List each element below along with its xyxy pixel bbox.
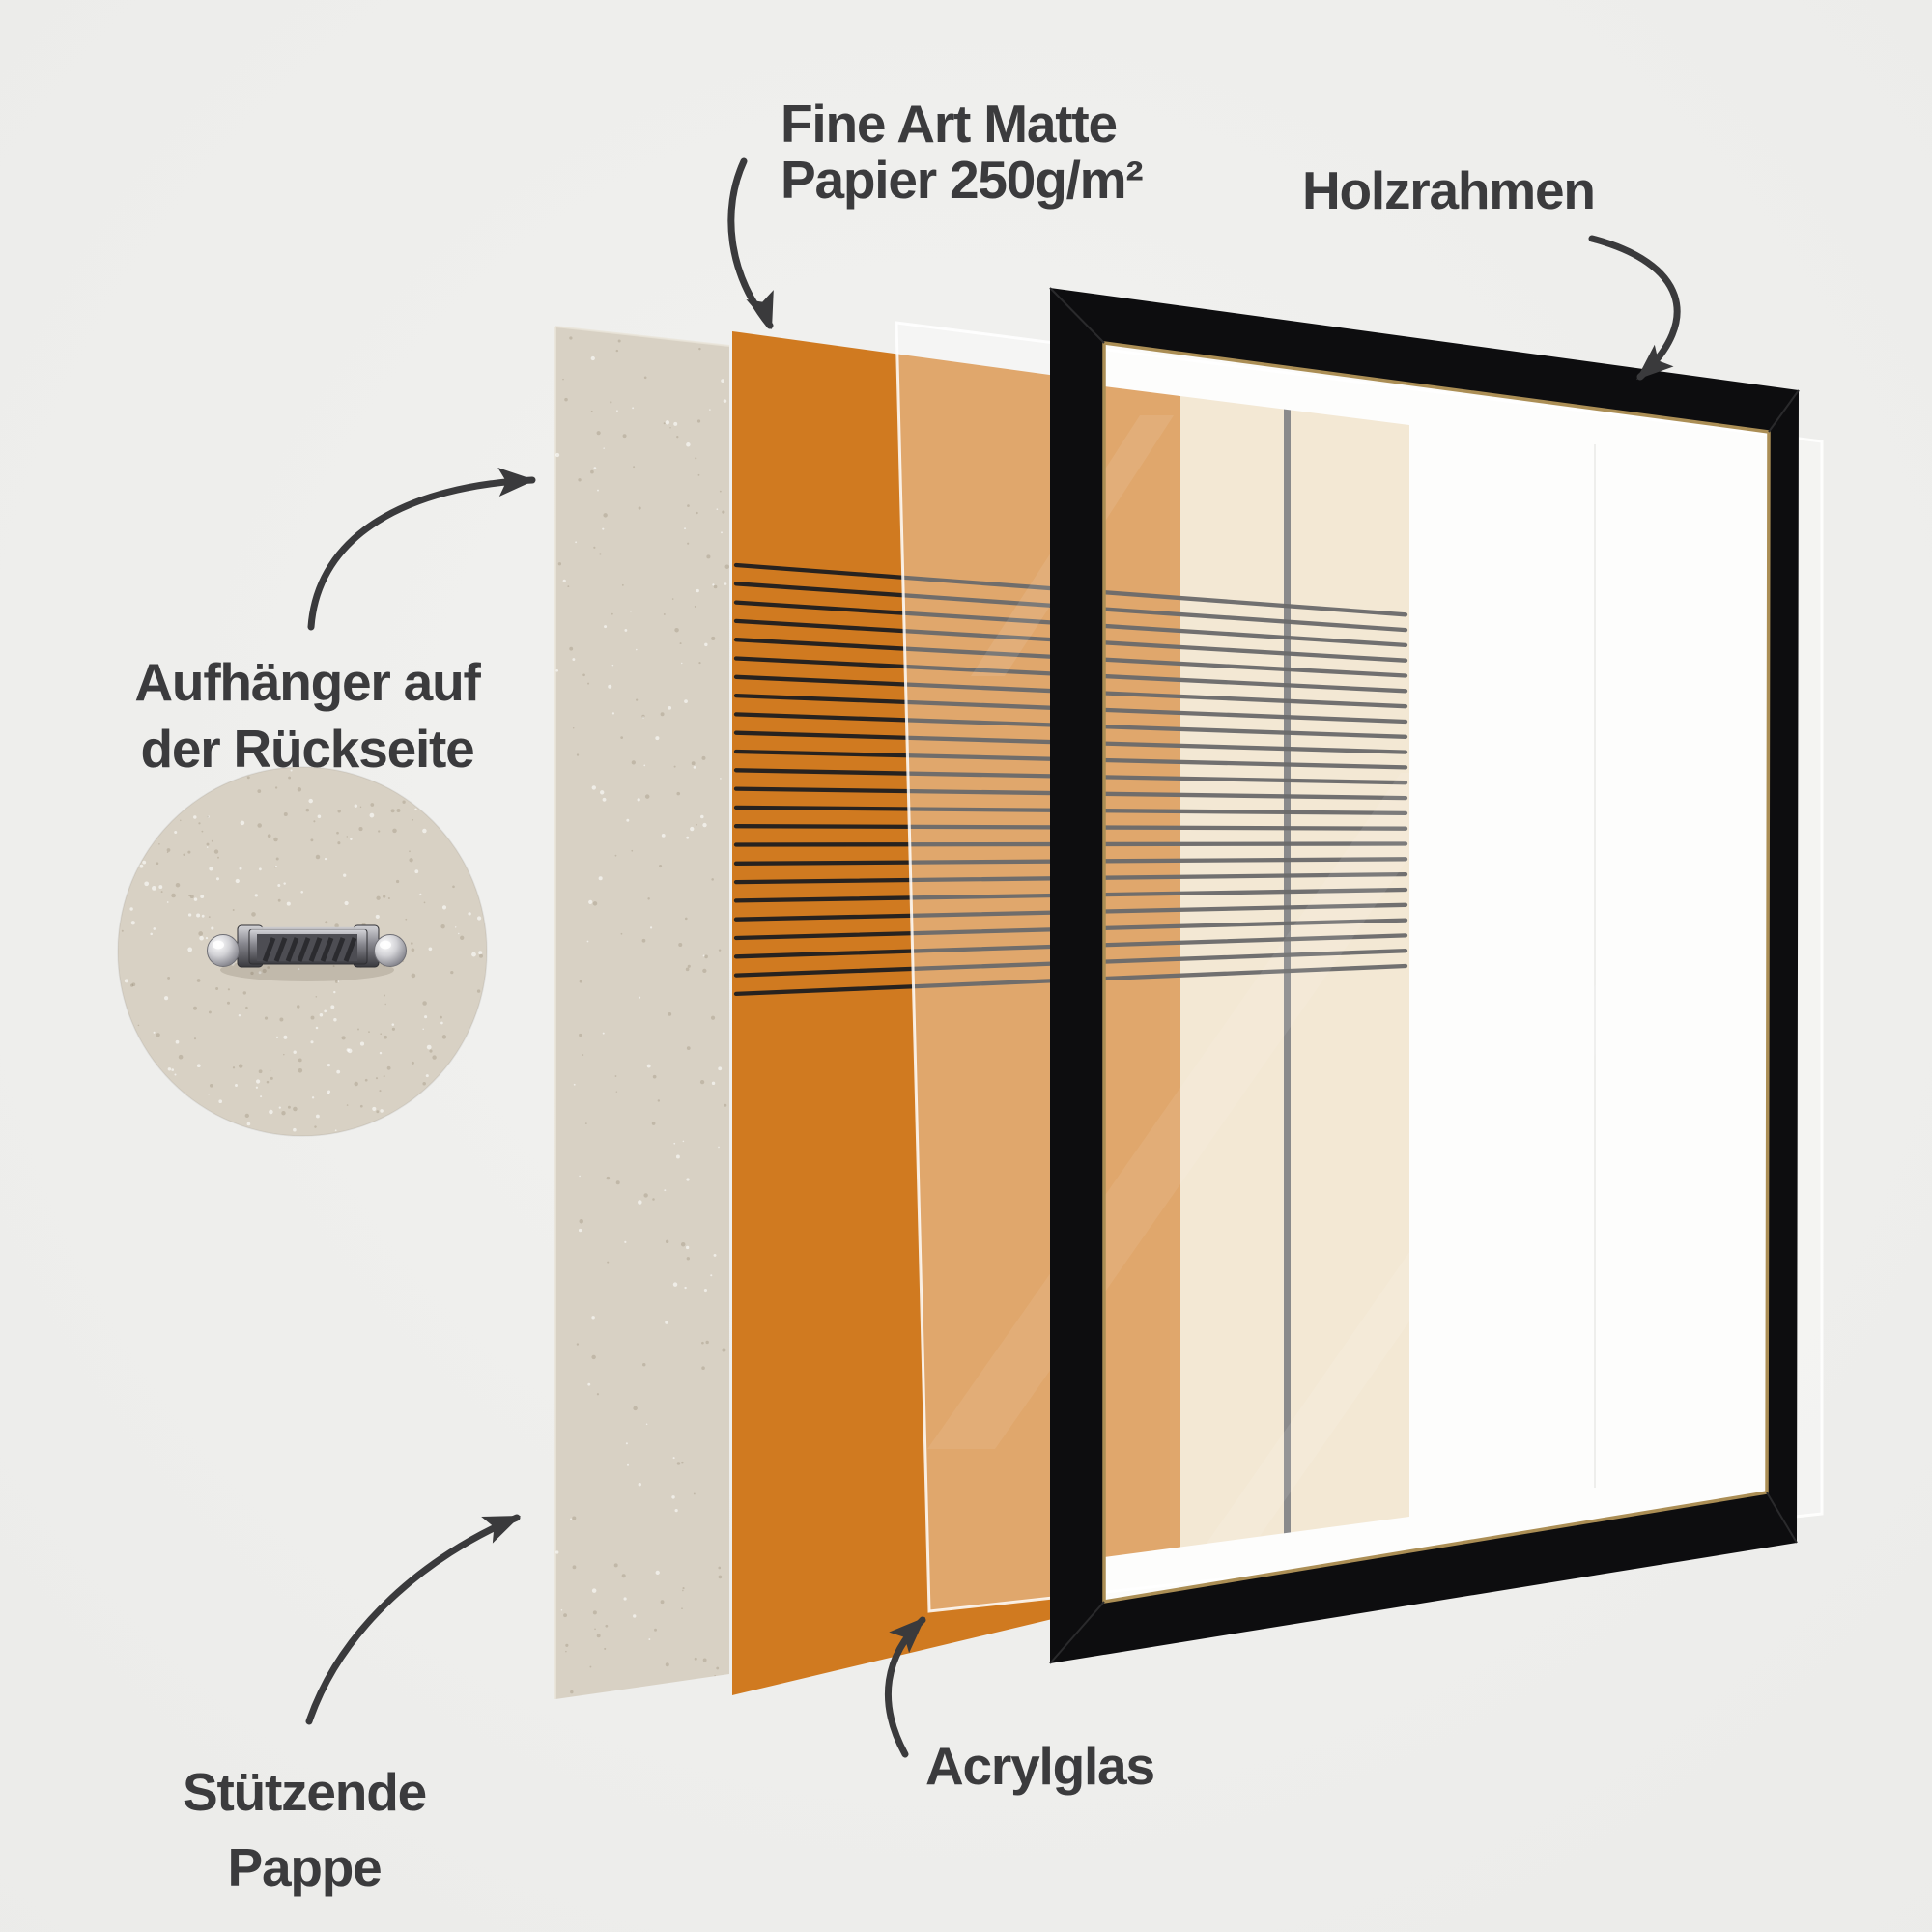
label-hanger-on-back: Aufhänger auf der Rückseite <box>90 649 525 783</box>
acrylic-glass-panel <box>896 323 1822 1611</box>
label-hanger-line2: der Rückseite <box>90 716 525 782</box>
label-acrylic-glass-text: Acrylglas <box>925 1740 1154 1793</box>
backing-cardboard-panel <box>555 327 729 1699</box>
label-supporting-cardboard: Stützende Pappe <box>87 1754 522 1905</box>
label-wooden-frame-text: Holzrahmen <box>1302 164 1595 217</box>
label-supporting-cardboard-line2: Pappe <box>87 1830 522 1905</box>
label-hanger-line1: Aufhänger auf <box>90 649 525 716</box>
label-acrylic-glass: Acrylglas <box>925 1740 1154 1793</box>
label-fine-art-paper-line2: Papier 250g/m² <box>781 152 1142 208</box>
label-fine-art-paper-line1: Fine Art Matte <box>781 96 1142 152</box>
label-supporting-cardboard-line1: Stützende <box>87 1754 522 1830</box>
label-wooden-frame: Holzrahmen <box>1302 164 1595 217</box>
hanger-detail-inset <box>118 767 487 1136</box>
label-fine-art-paper: Fine Art Matte Papier 250g/m² <box>781 96 1142 209</box>
